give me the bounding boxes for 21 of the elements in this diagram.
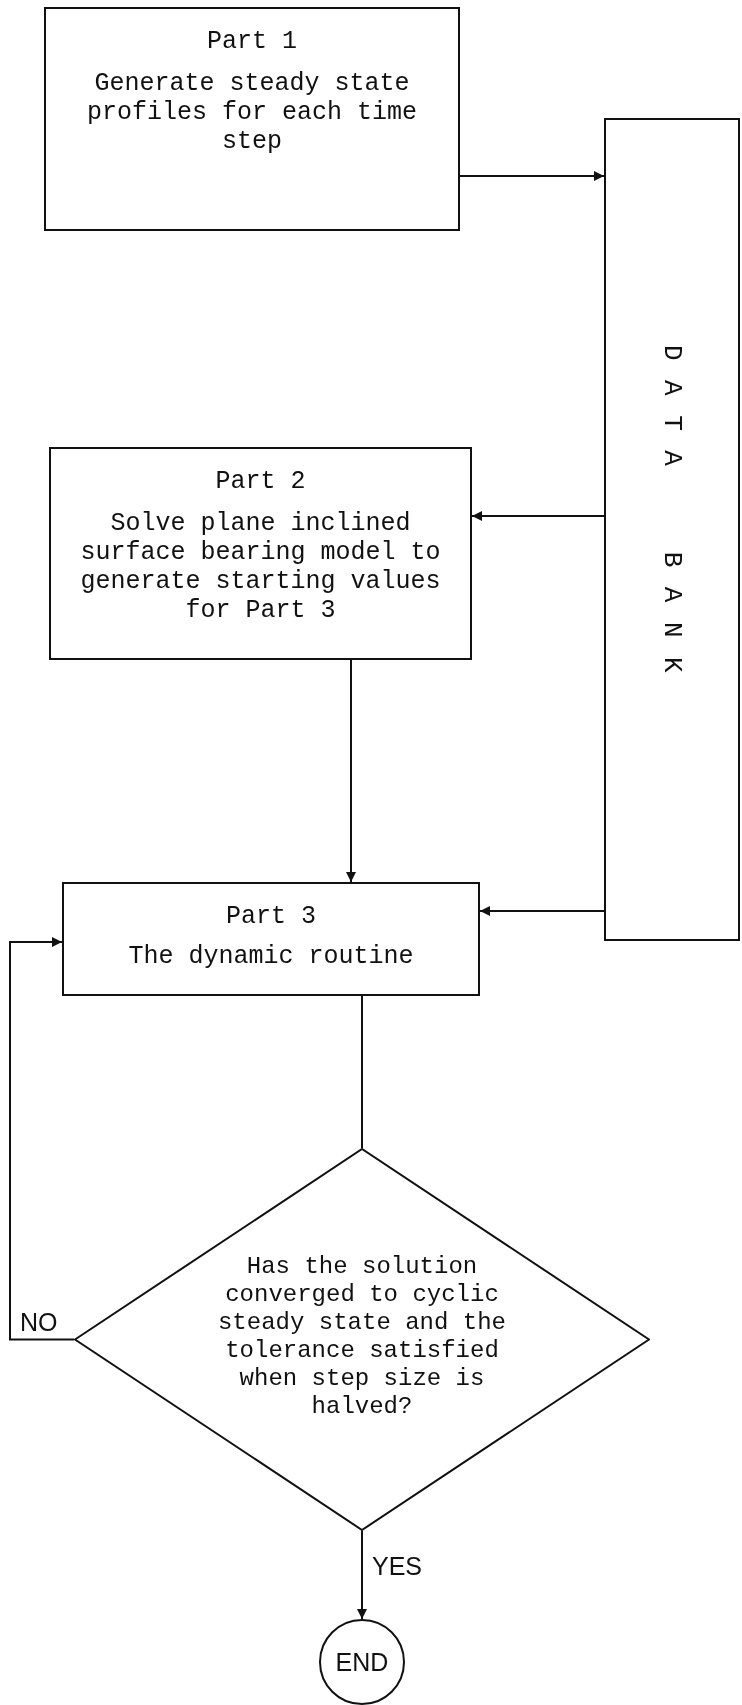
box-heading: Part 3	[225, 902, 317, 931]
arrow	[9, 937, 75, 1341]
process-box	[44, 7, 460, 231]
box-text: Solve plane inclined surface bearing model to generate starting values for Part 3	[79, 509, 442, 625]
box-heading: Part 2	[214, 467, 307, 496]
data-bank-box	[604, 118, 740, 941]
decision-text: Has the solution converged to cyclic steady state and the tolerance satisfied when step size is halved?	[216, 1253, 507, 1421]
arrow	[459, 171, 605, 181]
arrow	[357, 1530, 367, 1620]
process-box	[49, 447, 472, 660]
box-heading: Part 1	[206, 27, 298, 56]
arrow	[346, 659, 356, 883]
connector-line	[361, 995, 363, 1149]
terminal-text: END	[334, 1648, 390, 1677]
box-text: Generate steady state profiles for each time step	[85, 69, 419, 156]
vertical-label: DATA BANK	[657, 345, 687, 693]
arrow	[479, 906, 605, 916]
process-box	[62, 882, 480, 996]
box-text: The dynamic routine	[127, 942, 415, 971]
decision-diamond	[74, 1148, 650, 1531]
arrow	[471, 511, 605, 521]
